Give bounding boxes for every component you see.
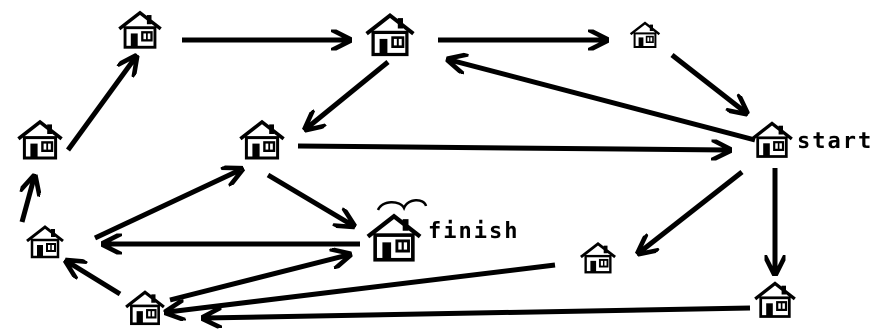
arrow-edge [68,262,122,297]
house-icon [750,121,794,159]
house-layer [16,11,797,326]
arrow-edge [93,170,240,241]
house-icon [16,120,64,160]
house-icon [124,290,166,326]
arrow-edge [670,53,745,112]
edge-layer [22,40,775,318]
arrow-edge [65,58,135,152]
finish-label: finish [428,219,519,244]
chimney-smoke-icon [376,199,428,212]
arrow-edge [297,146,728,150]
start-label: start [797,129,873,154]
house-icon [238,120,286,160]
arrow-edge [450,60,756,143]
arrow-edge [266,172,352,225]
house-icon [368,216,420,260]
arrow-edge [205,305,751,318]
arrow-edge [168,262,556,312]
house-icon [364,13,416,57]
house-icon [25,225,65,259]
arrow-edge [169,255,348,303]
house-icon [629,21,661,49]
house-icon [579,242,617,274]
house-icon [753,281,797,319]
arrow-edge [22,178,34,223]
arrow-edge [307,60,390,128]
arrow-edge [640,170,744,252]
house-icon [117,11,163,49]
